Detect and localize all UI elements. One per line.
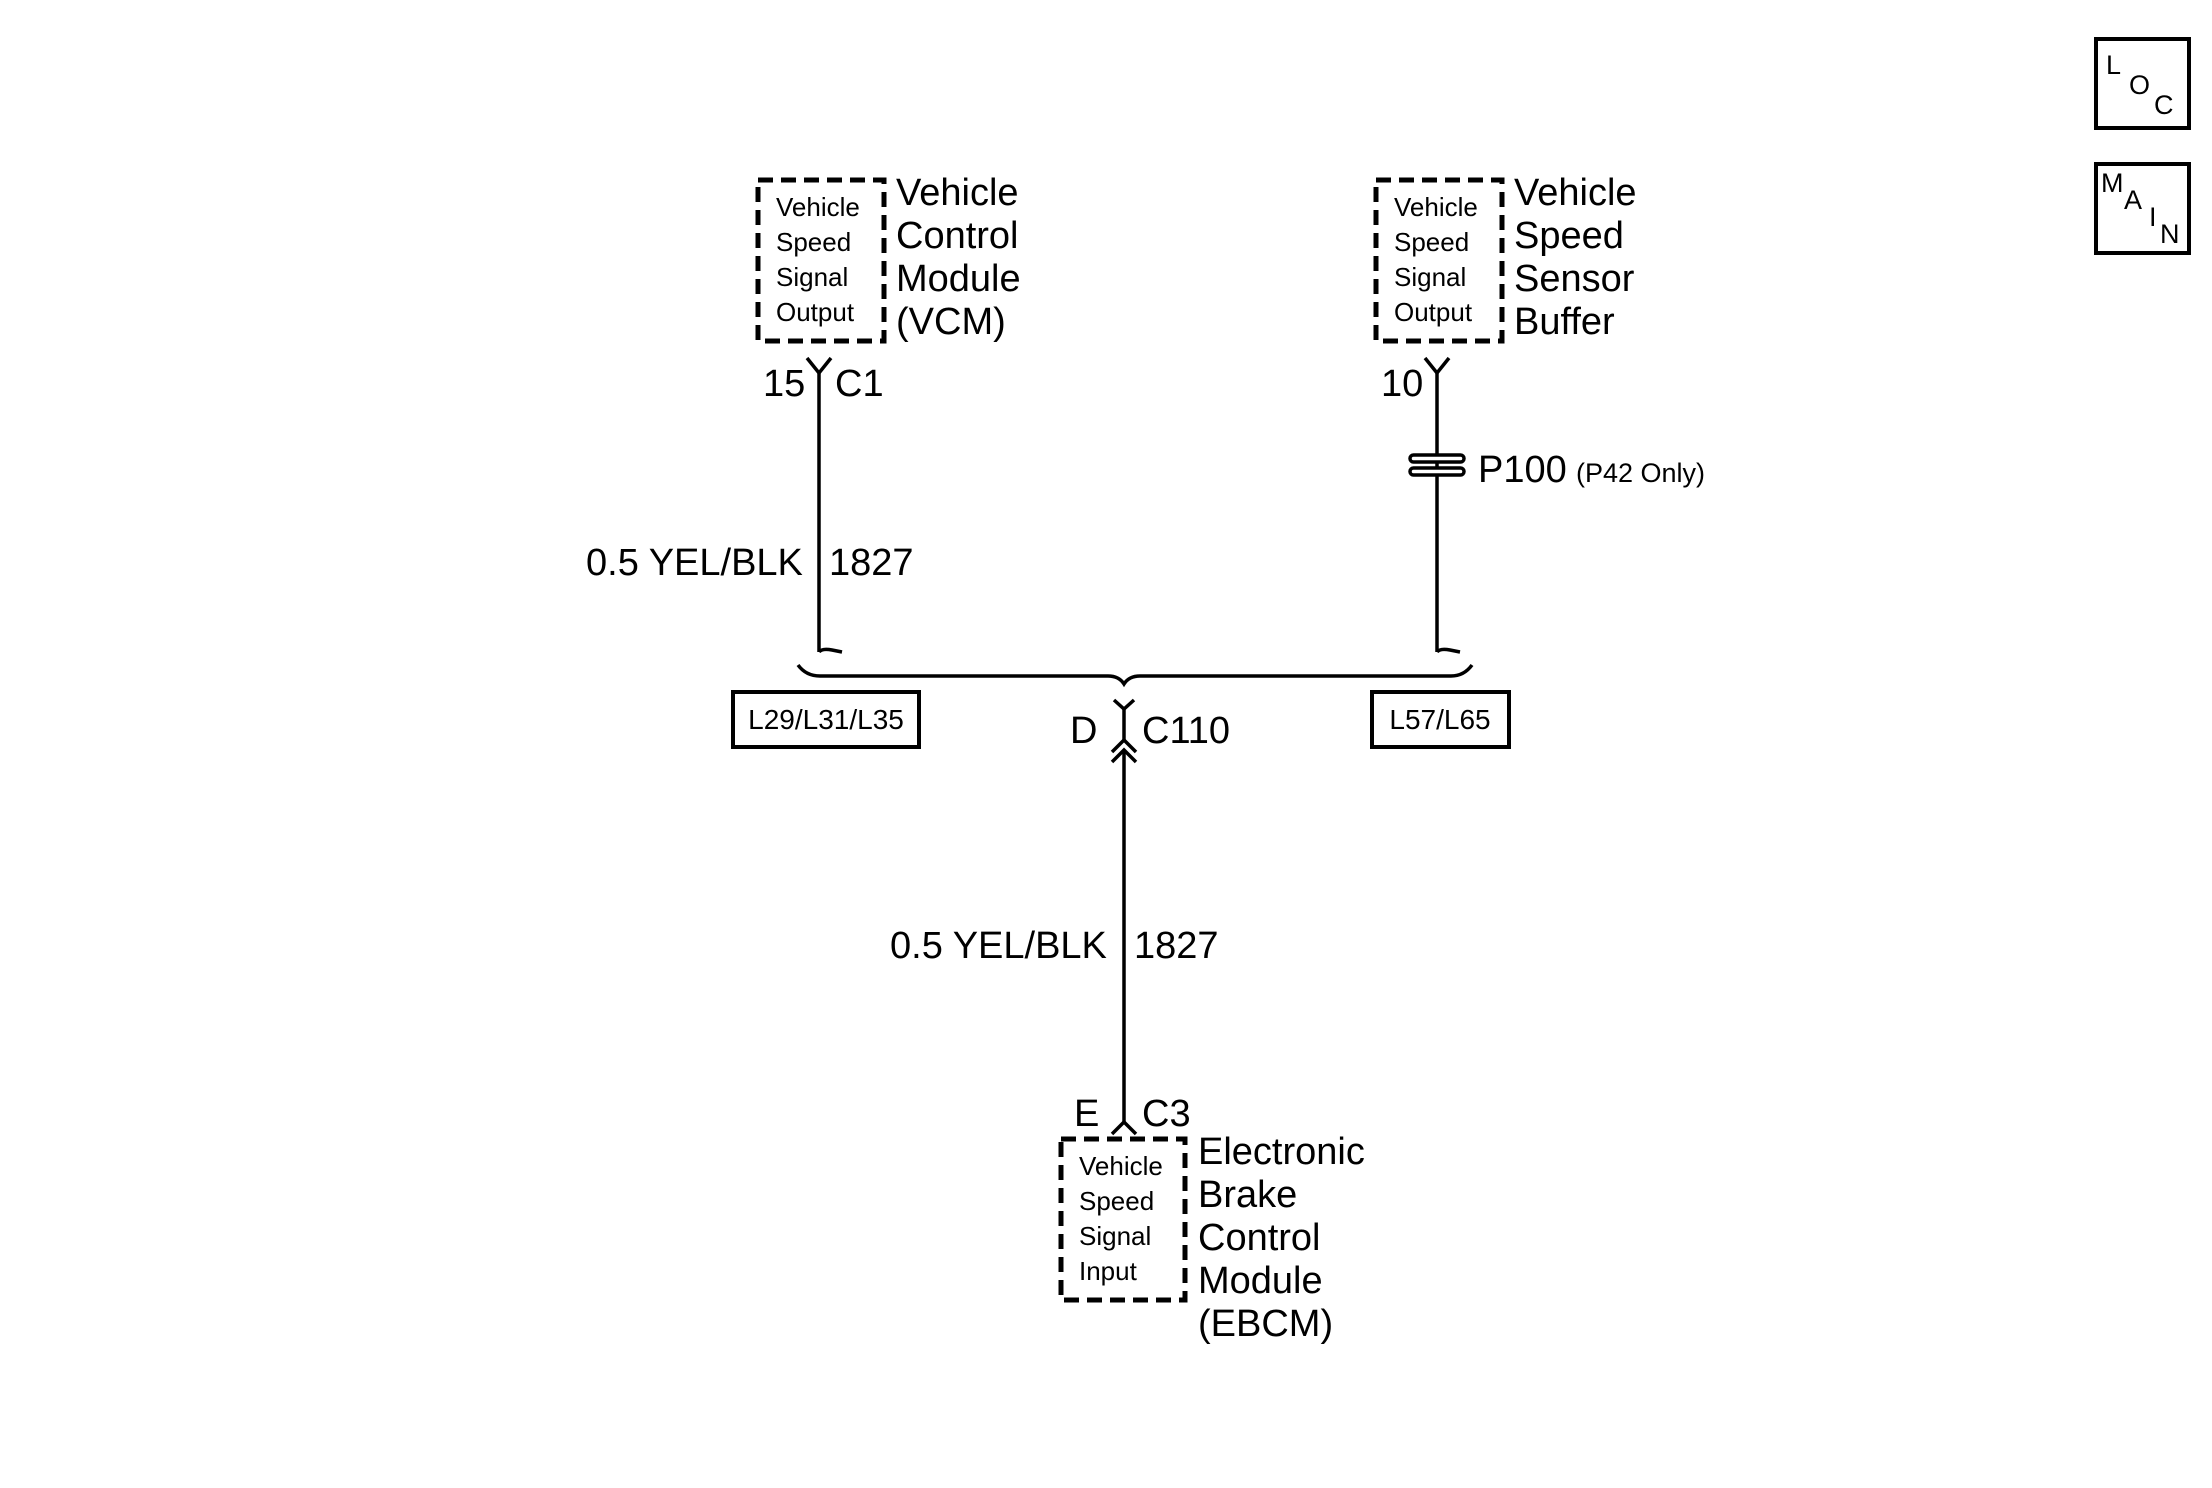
vss-buffer-inner-line-3: Signal [1394, 262, 1466, 292]
ebcm-pin-connector: E C3 [1074, 1093, 1191, 1136]
vss-buffer-inner-line-1: Vehicle [1394, 192, 1478, 222]
vcm-pin-number: 15 [763, 363, 805, 405]
ebcm-label-line-3: Control [1198, 1217, 1321, 1259]
ebcm-wire-label: 0.5 YEL/BLK 1827 [890, 925, 1219, 967]
main-button[interactable]: M A I N [2094, 162, 2191, 255]
c110-connector-id: C110 [1142, 710, 1230, 752]
loc-button[interactable]: L O C [2094, 37, 2191, 130]
c110-pin: D [1070, 710, 1097, 752]
vss-buffer-wire-end-tick [1435, 647, 1461, 654]
wire-top-gauge-color: 0.5 YEL/BLK [586, 542, 803, 584]
vcm-label-line-1: Vehicle [896, 172, 1019, 214]
p100-splice: P100 (P42 Only) [1408, 449, 1705, 491]
option-box-left-frame [731, 690, 921, 749]
vss-buffer-component: Vehicle Speed Signal Output Vehicle Spee… [1373, 172, 1637, 344]
option-right-label: L57/L65 [1389, 704, 1490, 735]
option-box-right: L57/L65 [1370, 690, 1511, 749]
vcm-inner-line-2: Speed [776, 227, 851, 257]
loc-button-frame[interactable] [2094, 37, 2191, 130]
option-left-label: L29/L31/L35 [748, 704, 904, 735]
ebcm-pin: E [1074, 1093, 1099, 1135]
main-letter-3: I [2149, 202, 2157, 232]
option-box-right-frame [1370, 690, 1511, 749]
wire-top-circuit: 1827 [829, 542, 914, 584]
vcm-connector-id: C1 [835, 363, 884, 405]
ebcm-connector-id: C3 [1142, 1093, 1191, 1135]
c110-connector: D C110 [1070, 698, 1230, 764]
vss-buffer-connector-symbol [1423, 356, 1451, 376]
main-letter-4: N [2160, 219, 2180, 249]
junction-bar [796, 663, 1474, 688]
vcm-pin-connector: 15 C1 [763, 356, 884, 405]
main-button-frame[interactable] [2094, 162, 2191, 255]
ebcm-component: Vehicle Speed Signal Input Electronic Br… [1058, 1131, 1365, 1345]
p100-splice-bar-top [1408, 453, 1466, 464]
vss-buffer-inner-line-4: Output [1394, 297, 1473, 327]
ebcm-label-line-4: Module [1198, 1260, 1323, 1302]
loc-letter-1: L [2106, 50, 2121, 80]
ebcm-inner-line-3: Signal [1079, 1221, 1151, 1251]
vcm-wire-end-tick [817, 647, 843, 654]
wire-bottom-circuit: 1827 [1134, 925, 1219, 967]
vcm-label-line-4: (VCM) [896, 301, 1006, 343]
c110-connector-arrow-upper [1110, 737, 1138, 754]
vss-buffer-inner-line-2: Speed [1394, 227, 1469, 257]
vcm-connector-symbol [805, 356, 833, 376]
ebcm-label-line-2: Brake [1198, 1174, 1297, 1216]
ebcm-inner-line-2: Speed [1079, 1186, 1154, 1216]
vss-buffer-label-line-3: Sensor [1514, 258, 1635, 300]
option-box-left: L29/L31/L35 [731, 690, 921, 749]
loc-letter-2: O [2129, 70, 2150, 100]
ebcm-inner-line-4: Input [1079, 1256, 1138, 1286]
vcm-inner-line-3: Signal [776, 262, 848, 292]
vcm-inner-line-4: Output [776, 297, 855, 327]
loc-letter-3: C [2154, 90, 2174, 120]
c110-connector-top [1112, 698, 1136, 712]
main-letter-1: M [2101, 168, 2124, 198]
vcm-dashed-box [755, 177, 887, 344]
vcm-component: Vehicle Speed Signal Output Vehicle Cont… [755, 172, 1021, 344]
ebcm-label-line-5: (EBCM) [1198, 1303, 1333, 1345]
vss-buffer-label-line-4: Buffer [1514, 301, 1615, 343]
vcm-wire-label: 0.5 YEL/BLK 1827 [586, 542, 914, 584]
p100-splice-bar-bottom [1408, 466, 1466, 477]
ebcm-label-line-1: Electronic [1198, 1131, 1365, 1173]
vss-buffer-label-line-2: Speed [1514, 215, 1624, 257]
ebcm-connector-symbol [1110, 1119, 1138, 1136]
main-letter-2: A [2124, 185, 2142, 215]
vss-buffer-pin-number: 10 [1381, 363, 1423, 405]
ebcm-inner-line-1: Vehicle [1079, 1151, 1163, 1181]
vss-buffer-pin-connector: 10 [1381, 356, 1451, 405]
vcm-label-line-2: Control [896, 215, 1019, 257]
wire-bottom-gauge-color: 0.5 YEL/BLK [890, 925, 1107, 967]
vss-buffer-dashed-box [1373, 177, 1505, 344]
p100-note: (P42 Only) [1576, 458, 1705, 488]
vcm-label-line-3: Module [896, 258, 1021, 300]
vcm-inner-line-1: Vehicle [776, 192, 860, 222]
ebcm-dashed-box [1058, 1136, 1188, 1303]
p100-label: P100 [1478, 449, 1567, 491]
vss-buffer-label-line-1: Vehicle [1514, 172, 1637, 214]
